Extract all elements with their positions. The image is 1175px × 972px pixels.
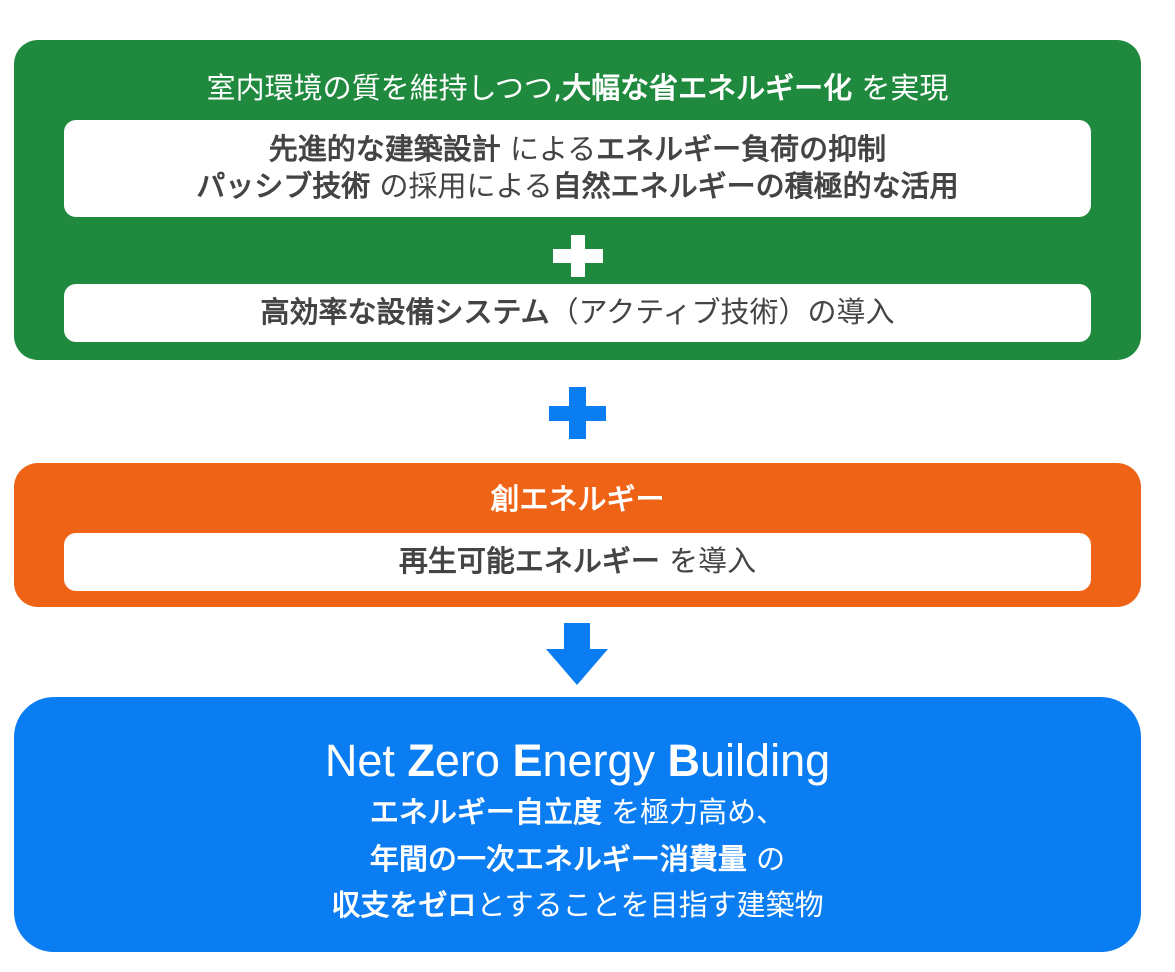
zeb-description-line-1: エネルギー自立度 を極力高め、	[369, 795, 786, 829]
passive-line-1: 先進的な建築設計 によるエネルギー負荷の抑制	[268, 132, 887, 166]
renewable-energy-panel: 再生可能エネルギー を導入	[64, 533, 1091, 591]
arrow-down-icon	[546, 623, 608, 685]
plus-icon	[549, 387, 606, 439]
passive-line-2: パッシブ技術 の採用による自然エネルギーの積極的な活用	[196, 169, 959, 203]
plus-icon	[553, 235, 603, 277]
zeb-description-line-3: 収支をゼロとすることを目指す建築物	[331, 888, 824, 922]
energy-saving-box: 室内環境の質を維持しつつ,大幅な省エネルギー化 を実現 先進的な建築設計 による…	[14, 40, 1141, 360]
passive-technology-panel: 先進的な建築設計 によるエネルギー負荷の抑制 パッシブ技術 の採用による自然エネ…	[64, 120, 1091, 217]
energy-creation-box: 創エネルギー 再生可能エネルギー を導入	[14, 463, 1141, 607]
zeb-title: Net Zero Energy Building	[324, 735, 831, 786]
zeb-definition-box: Net Zero Energy Building エネルギー自立度 を極力高め、…	[14, 697, 1141, 952]
zeb-description-line-2: 年間の一次エネルギー消費量 の	[369, 842, 786, 876]
active-technology-panel: 高効率な設備システム（アクティブ技術）の導入	[64, 284, 1091, 342]
energy-saving-heading: 室内環境の質を維持しつつ,大幅な省エネルギー化 を実現	[206, 71, 949, 105]
energy-creation-heading: 創エネルギー	[490, 482, 665, 516]
